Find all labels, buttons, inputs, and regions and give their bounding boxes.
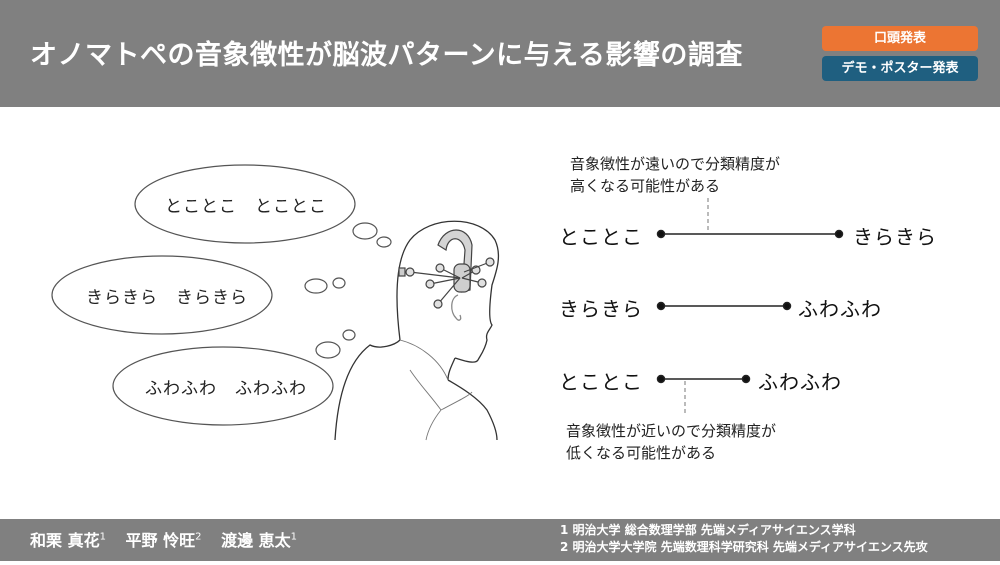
thought-bubble-1 <box>134 164 356 244</box>
author: 平野 怜旺2 <box>125 531 202 550</box>
demo-poster-badge: デモ・ポスター発表 <box>822 56 978 81</box>
oral-presentation-badge: 口頭発表 <box>822 26 978 51</box>
author-list: 和栗 真花1 平野 怜旺2 渡邊 恵太1 <box>30 527 311 551</box>
near-note: 音象徴性が近いので分類精度が 低くなる可能性がある <box>566 422 777 462</box>
far-note: 音象徴性が遠いので分類精度が 高くなる可能性がある <box>570 155 781 195</box>
affiliation-list: 1 明治大学 総合数理学部 先端メディアサイエンス学科 2 明治大学大学院 先端… <box>560 522 928 556</box>
page-title: オノマトペの音象徴性が脳波パターンに与える影響の調査 <box>30 40 743 71</box>
author: 和栗 真花1 <box>30 531 106 550</box>
bubble-text-tokotoko: とことこ とことこ <box>165 197 327 217</box>
comparison-2-right: ふわふわ <box>798 297 882 321</box>
comparison-3-right: ふわふわ <box>758 370 842 394</box>
bubble-text-fuwafuwa: ふわふわ ふわふわ <box>145 379 307 399</box>
comparison-1-right: きらきら <box>853 225 937 249</box>
thought-bubble-3 <box>112 346 334 426</box>
endpoint-dot <box>656 229 666 239</box>
endpoint-dot <box>834 229 844 239</box>
comparison-1-left: とことこ <box>559 225 643 249</box>
bubble-text-kirakira: きらきら きらきら <box>86 288 248 308</box>
person-eeg-figure <box>51 164 500 441</box>
affiliation: 2 明治大学大学院 先端数理科学研究科 先端メディアサイエンス先攻 <box>560 540 928 554</box>
footer-bar: 和栗 真花1 平野 怜旺2 渡邊 恵太1 1 明治大学 総合数理学部 先端メディ… <box>0 519 1000 561</box>
affiliation: 1 明治大学 総合数理学部 先端メディアサイエンス学科 <box>560 523 856 537</box>
header-bar: オノマトペの音象徴性が脳波パターンに与える影響の調査 口頭発表 デモ・ポスター発… <box>0 0 1000 107</box>
comparison-2-left: きらきら <box>559 297 643 321</box>
comparison-3-left: とことこ <box>559 370 643 394</box>
author: 渡邊 恵太1 <box>221 531 298 550</box>
thought-bubble-2 <box>51 255 273 335</box>
eeg-thought-illustration: とことこ とことこ きらきら きらきら ふわふわ ふわふわ <box>0 107 540 519</box>
